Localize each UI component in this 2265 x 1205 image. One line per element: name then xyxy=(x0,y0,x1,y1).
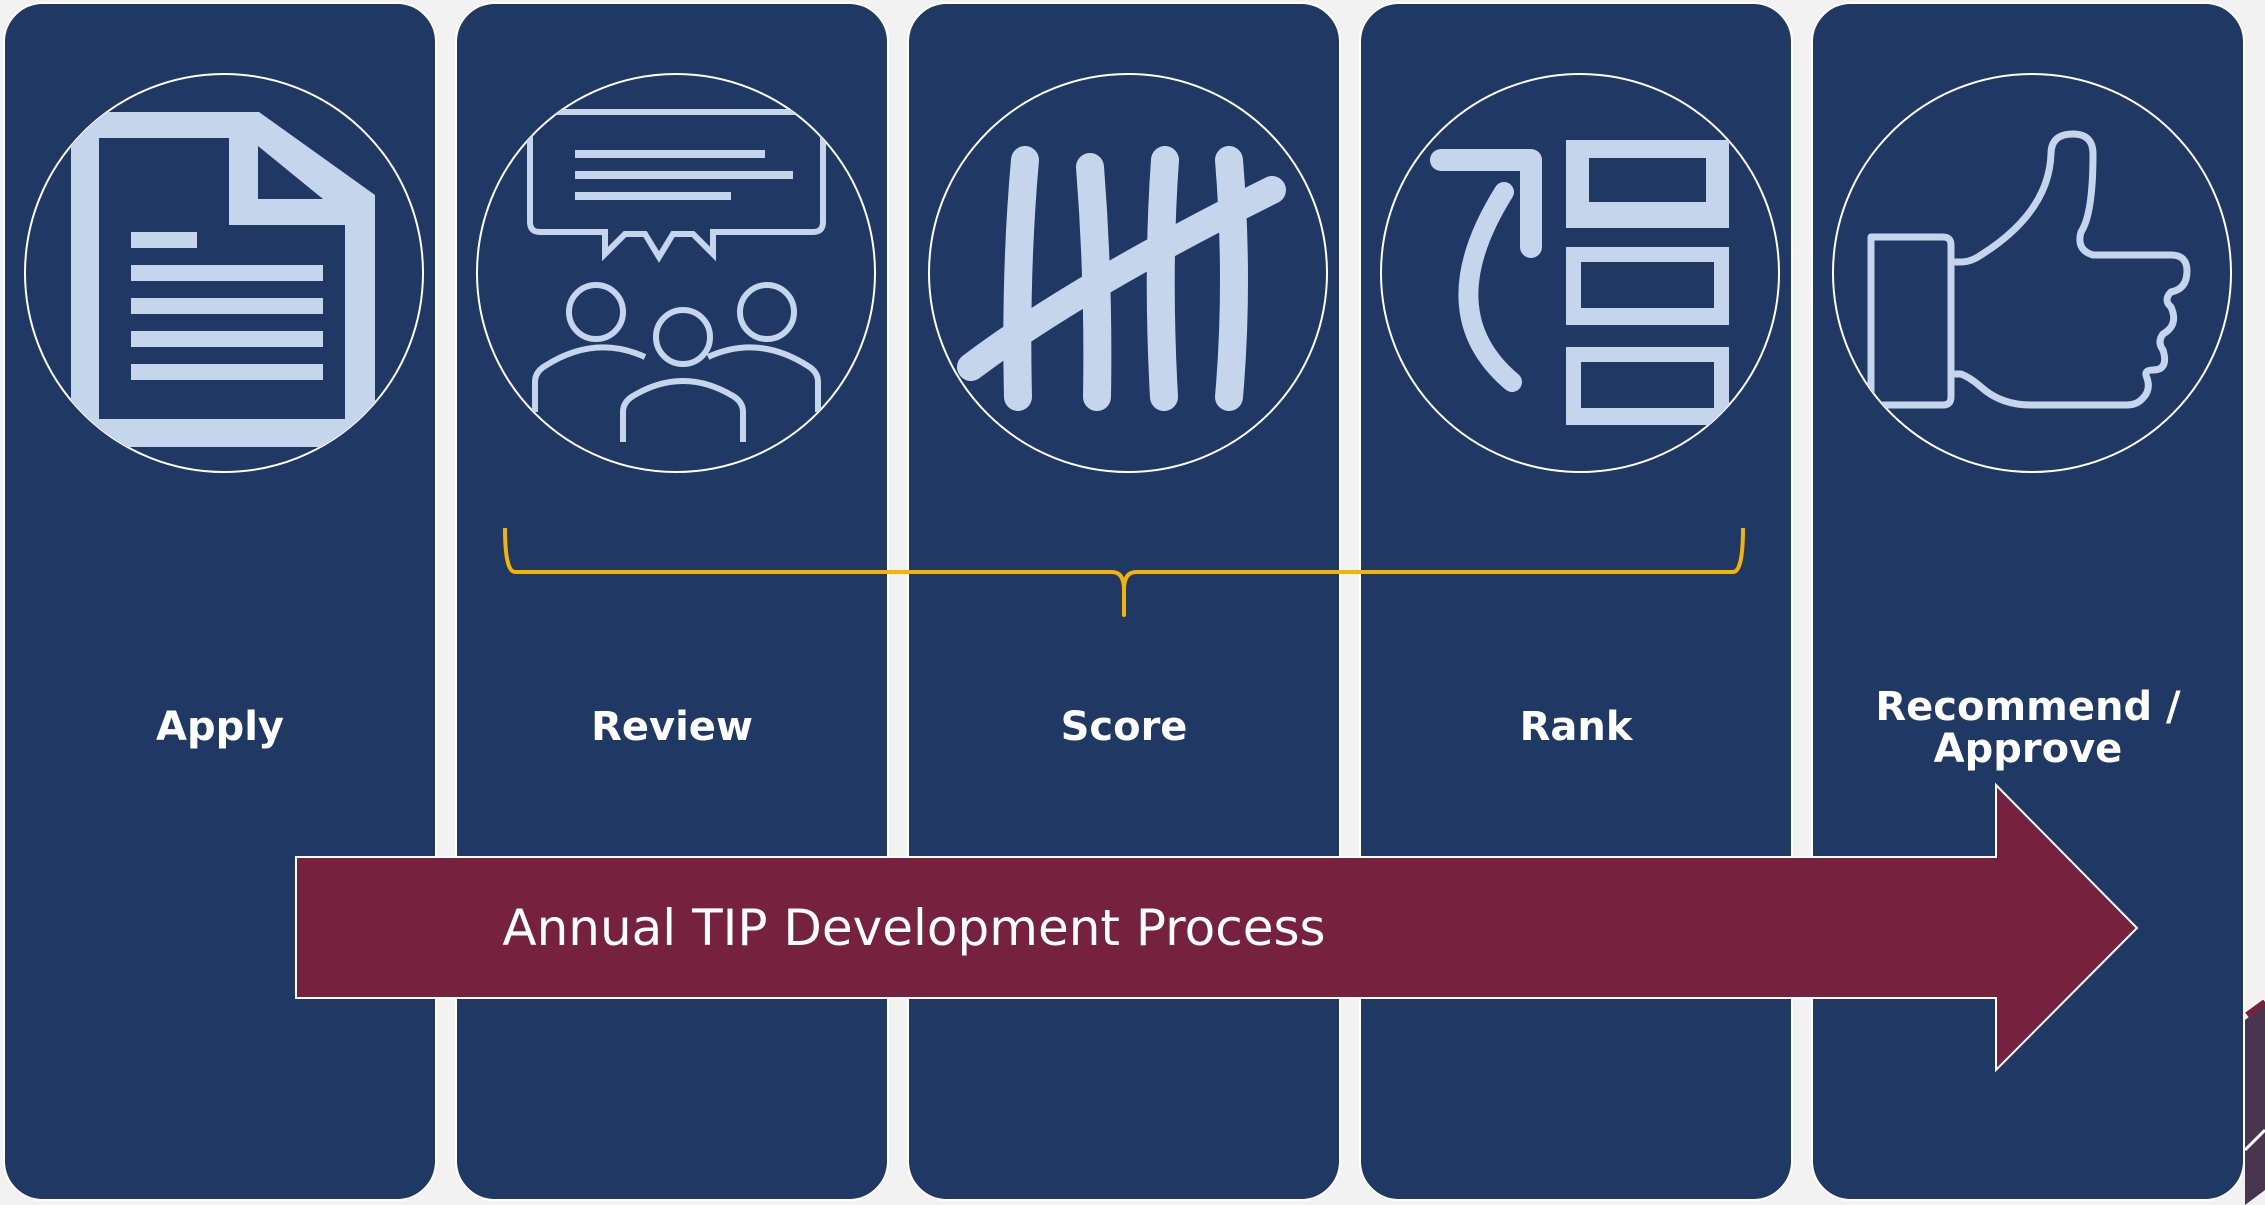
document-icon xyxy=(24,73,424,473)
tally-marks-icon xyxy=(928,73,1328,473)
step-card-recommend-approve: Recommend / Approve xyxy=(1811,2,2245,1201)
thumbs-up-icon xyxy=(1832,73,2232,473)
step-label-rank: Rank xyxy=(1519,704,1633,750)
ranking-list-icon xyxy=(1380,73,1780,473)
group-discussion-icon xyxy=(476,73,876,473)
step-card-review: Review xyxy=(455,2,889,1201)
step-card-score: Score xyxy=(907,2,1341,1201)
process-arrow-label: Annual TIP Development Process xyxy=(502,899,1326,957)
step-label-line-2: Approve xyxy=(1933,726,2123,772)
corner-decoration xyxy=(2245,1000,2265,1205)
step-label-recommend-approve: Recommend / Approve xyxy=(1813,686,2243,770)
step-label-line-1: Recommend / xyxy=(1875,684,2181,730)
step-card-apply: Apply xyxy=(3,2,437,1201)
step-card-rank: Rank xyxy=(1359,2,1793,1201)
step-label-score: Score xyxy=(1060,704,1188,750)
step-label-apply: Apply xyxy=(155,704,284,750)
step-label-review: Review xyxy=(591,704,753,750)
